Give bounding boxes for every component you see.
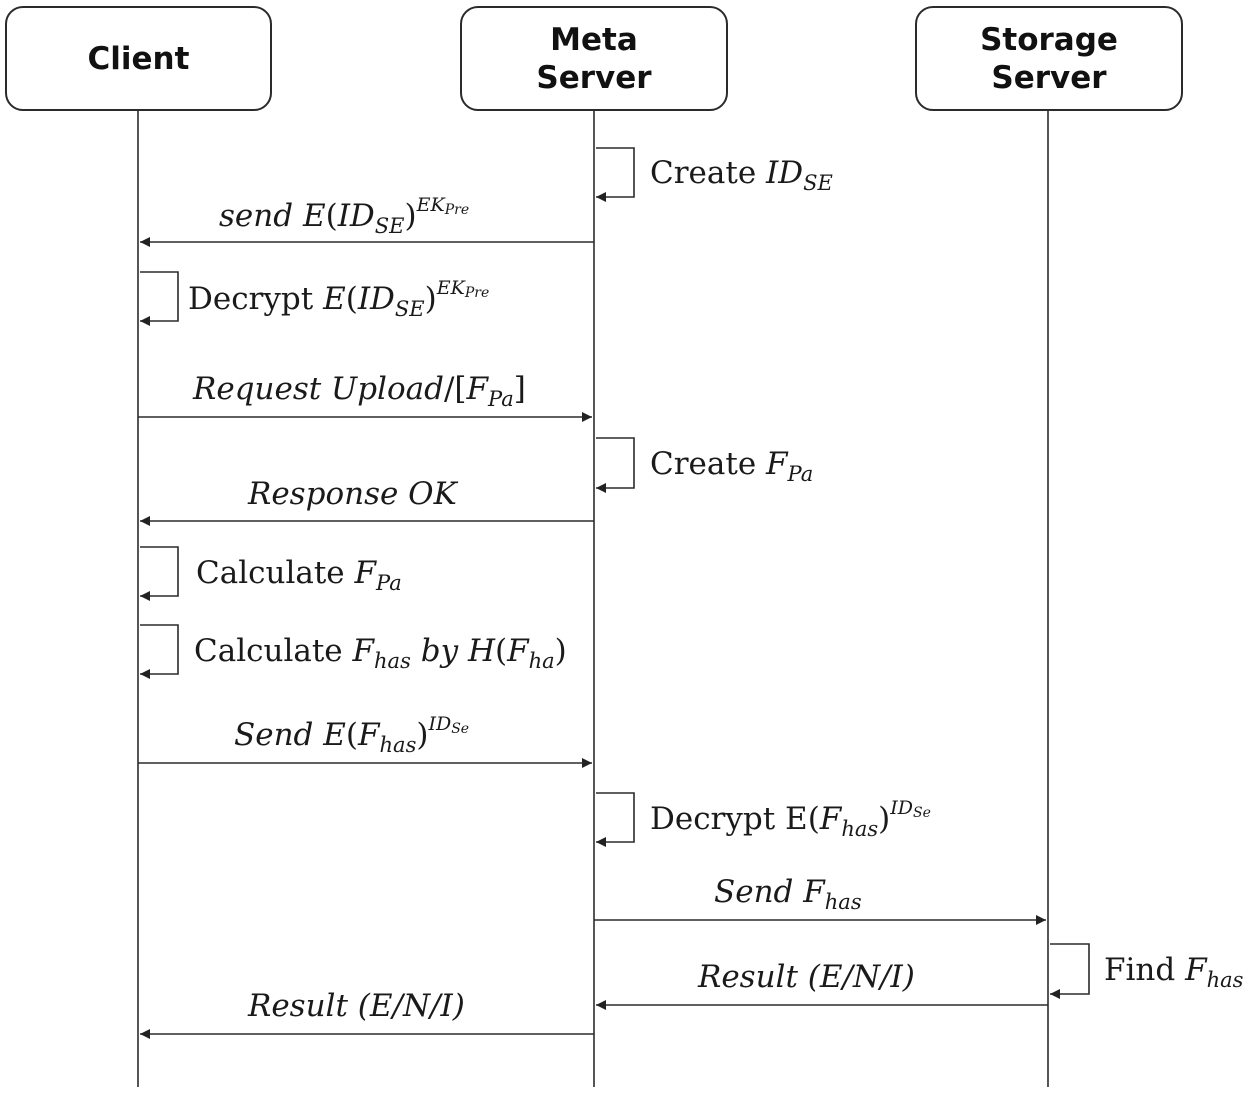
actor-client: Client (5, 6, 272, 111)
step-create-id: Create IDSE (650, 155, 833, 195)
self-loop-create-fpa (596, 437, 635, 493)
step-calculate-fpa: Calculate FPa (196, 555, 402, 595)
message-result-storage: Result (E/N/I) (698, 959, 915, 995)
self-loop-calculate-fpa (140, 546, 179, 601)
message-send-encrypted-fhas: Send E(Fhas)IDSe (234, 713, 470, 757)
step-decrypt-id: Decrypt E(IDSE)EKPre (188, 277, 490, 321)
self-loop-calculate-fhas (140, 624, 179, 679)
self-loop-find-fhas (1050, 943, 1090, 999)
step-find-fhas: Find Fhas (1104, 952, 1244, 992)
step-calculate-fhas: Calculate Fhas by H(Fha) (194, 633, 567, 673)
message-send-id: send E(IDSE)EKPre (219, 194, 470, 238)
message-result-client: Result (E/N/I) (248, 988, 465, 1024)
step-create-fpa: Create FPa (650, 446, 814, 486)
self-loop-create-id (596, 147, 635, 202)
actor-storage-server: Storage Server (915, 6, 1183, 111)
message-send-fhas: Send Fhas (714, 874, 862, 914)
step-decrypt-fhas: Decrypt E(Fhas)IDSe (650, 797, 931, 841)
actor-meta-server: Meta Server (460, 6, 728, 111)
message-request-upload: Request Upload/[FPa] (193, 371, 526, 411)
self-loop-decrypt-fhas (596, 792, 635, 847)
self-loop-decrypt-id (140, 271, 179, 326)
message-response-ok: Response OK (248, 476, 457, 512)
